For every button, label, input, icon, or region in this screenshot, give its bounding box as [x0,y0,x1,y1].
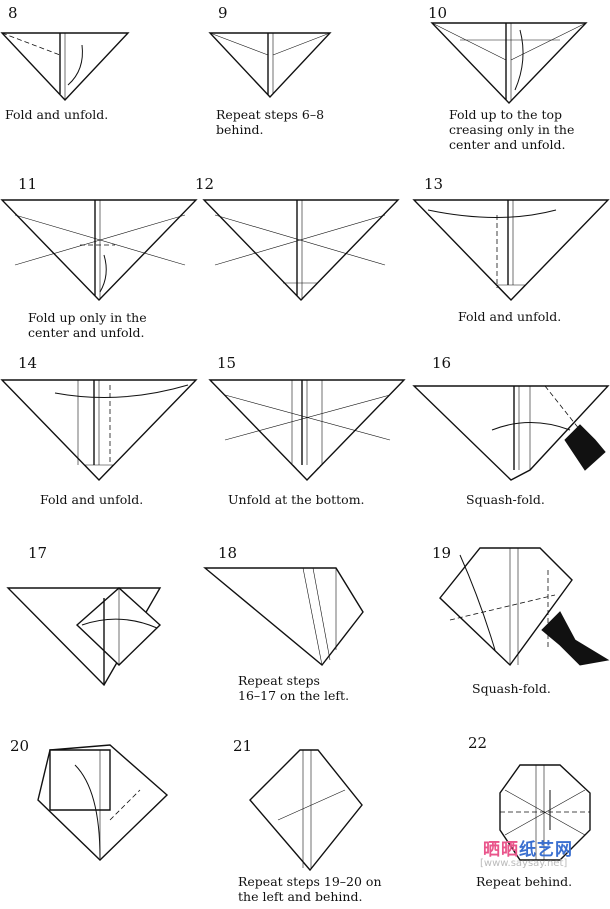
step-caption: Squash-fold. [466,492,545,507]
step-number: 21 [233,737,253,755]
step-13-diagram [412,199,610,302]
step-caption: Squash-fold. [472,681,551,696]
step-number: 20 [10,737,30,755]
step-number: 18 [218,544,238,562]
step-10-diagram [430,22,588,105]
watermark-text-pink: 晒晒 [483,840,519,860]
step-19-diagram [439,547,610,667]
step-8-diagram [0,32,130,102]
step-caption: Unfold at the bottom. [228,492,365,507]
step-number: 16 [432,354,452,372]
step-caption: Repeat steps 16–17 on the left. [238,673,350,703]
step-14-diagram [0,379,198,482]
step-number: 11 [18,175,38,193]
step-number: 14 [18,354,38,372]
step-20-diagram [37,744,169,861]
step-number: 17 [28,544,48,562]
step-21-diagram [249,749,363,872]
step-12-diagram [202,199,400,302]
step-9-diagram [208,32,332,99]
step-caption: Fold and unfold. [40,492,144,507]
step-18-diagram [203,567,364,667]
step-15-diagram [208,379,406,482]
step-number: 10 [428,4,448,22]
watermark-url: [www.saysay.net] [480,858,568,869]
step-caption: Fold and unfold. [5,107,109,122]
step-number: 22 [468,734,488,752]
step-number: 19 [432,544,452,562]
step-caption: Repeat behind. [476,874,573,889]
watermark-text-blue: 纸艺网 [519,840,573,860]
step-17-diagram [6,587,162,687]
step-number: 15 [217,354,237,372]
watermark-logo: 晒晒纸艺网 [483,835,573,860]
step-number: 8 [8,4,18,22]
step-number: 12 [195,175,215,193]
step-number: 13 [424,175,444,193]
step-caption: Fold and unfold. [458,309,562,324]
step-caption: Fold up to the top creasing only in the … [449,107,575,152]
step-caption: Repeat steps 19–20 on the left and behin… [238,874,382,904]
step-caption: Fold up only in the center and unfold. [28,310,147,340]
step-22-diagram [499,764,591,861]
step-11-diagram [0,199,198,302]
step-number: 9 [218,4,228,22]
step-caption: Repeat steps 6–8 behind. [216,107,325,137]
step-16-diagram [412,385,610,481]
